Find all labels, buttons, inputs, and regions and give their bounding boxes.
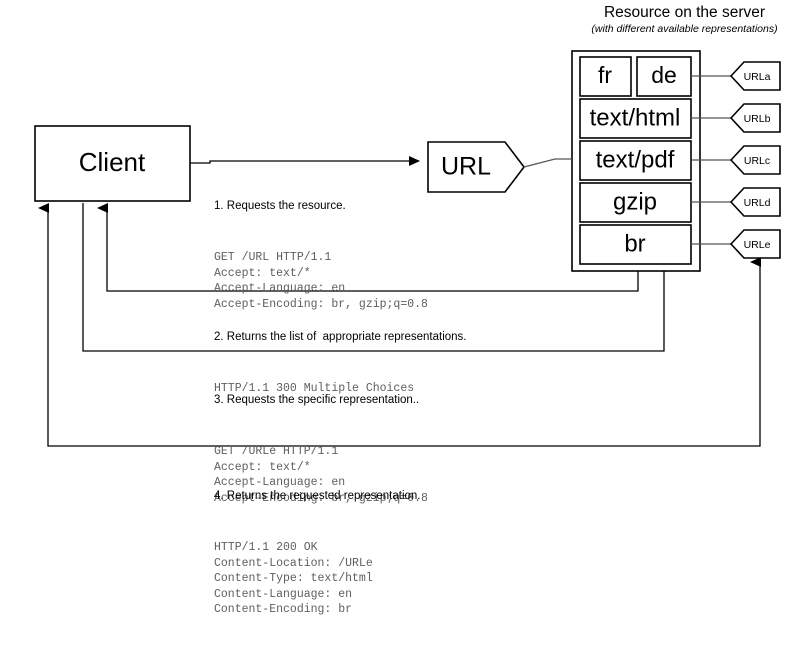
url-tag-shape-b (729, 103, 781, 133)
step-3-block: 3. Requests the specific representation.… (214, 357, 428, 542)
representation-box-de (636, 56, 692, 97)
representation-box-gzip (579, 182, 692, 223)
step-2-heading: 2. Returns the list of appropriate repre… (214, 331, 467, 343)
flow-line-step-3 (82, 203, 665, 352)
representation-label-gzip: gzip (613, 188, 657, 215)
url-tag-shape-c (729, 145, 781, 175)
flow-line-step-2 (97, 203, 639, 292)
url-node-shape (427, 141, 526, 193)
step-4-heading: 4. Returns the requested representation. (214, 490, 421, 502)
url-tag-label-c: URLc (744, 155, 770, 167)
representation-label-text-html: text/html (590, 104, 681, 131)
diagram-canvas: Client URL fr de text/html text/pdf gzip… (34, 50, 781, 447)
flow-line-step-4 (38, 203, 761, 447)
url-tag-shape-d (729, 187, 781, 217)
client-label: Client (79, 147, 146, 177)
representation-box-text-pdf (579, 140, 692, 181)
step-4-block: 4. Returns the requested representation.… (214, 453, 421, 654)
url-tag-label-d: URLd (744, 197, 771, 209)
step-2-code: HTTP/1.1 300 Multiple Choices (214, 382, 415, 395)
representation-label-fr: fr (598, 62, 612, 88)
url-tag-shape-a (729, 61, 781, 91)
http-content-negotiation-diagram: Client URL fr de text/html text/pdf gzip… (34, 4, 801, 616)
server-title: Resource on the server (603, 4, 766, 21)
representation-label-text-pdf: text/pdf (596, 146, 675, 173)
representation-label-br: br (624, 230, 645, 257)
step-1-block: 1. Requests the resource. GET /URL HTTP/… (214, 163, 428, 348)
url-tag-label-e: URLe (744, 239, 771, 251)
server-subtitle: (with different available representation… (591, 22, 778, 35)
url-tag-label-b: URLb (744, 113, 771, 125)
representation-box-fr (579, 56, 632, 97)
representation-label-de: de (651, 62, 677, 88)
step-1-heading: 1. Requests the resource. (214, 200, 346, 212)
server-title-block: Resource on the server (with different a… (568, 4, 801, 35)
url-tag-label-a: URLa (744, 71, 771, 83)
step-3-code: GET /URLe HTTP/1.1 Accept: text/* Accept… (214, 445, 428, 505)
step-1-code: GET /URL HTTP/1.1 Accept: text/* Accept-… (214, 251, 428, 311)
step-3-heading: 3. Requests the specific representation.… (214, 394, 420, 406)
url-to-server-connector (523, 158, 572, 168)
flow-line-step-1 (190, 156, 420, 166)
step-4-code: HTTP/1.1 200 OK Content-Location: /URLe … (214, 541, 373, 616)
step-2-block: 2. Returns the list of appropriate repre… (214, 294, 467, 433)
url-tag-shape-e (729, 229, 781, 259)
representation-box-text-html (579, 98, 692, 139)
url-node-label: URL (441, 153, 491, 181)
client-box (34, 125, 191, 202)
